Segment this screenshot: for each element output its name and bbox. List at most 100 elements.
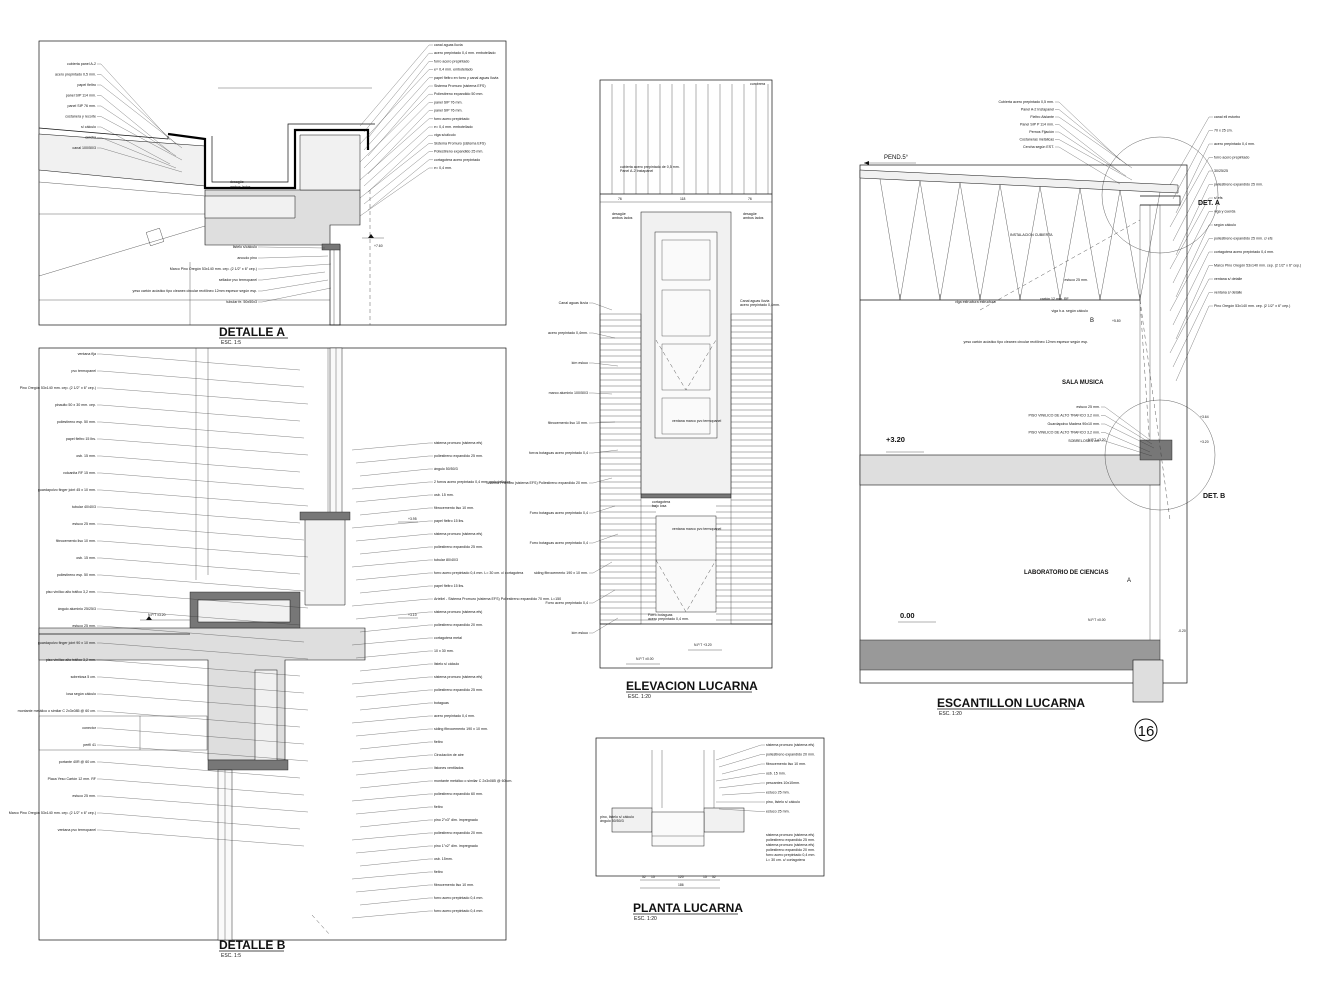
window-sill: [299, 511, 351, 521]
det-b-left-label-15: ángulo aluminio 25/25/3: [58, 607, 96, 611]
truss-top-chord: [38, 181, 206, 197]
det-a-bottom-label-leader-5: [258, 287, 332, 303]
det-a-right-label-3: e= 0,4 mm. embotellado: [434, 68, 473, 72]
det-a-right-label-9: forro acero prepintado: [434, 117, 469, 121]
det-b-right-label-leader-36: [351, 910, 433, 919]
planta-right-bottom-label-4: forro acero prepintado 0,4 mm.: [766, 853, 815, 857]
det-b-left-label-leader-0: [97, 353, 301, 371]
det-a-bottom-label-leader-4: [258, 279, 329, 292]
detalle-b-title: DETALLE B: [219, 938, 286, 952]
det-b-right-label-leader-35: [359, 897, 433, 906]
escantillon-scale: ESC. 1:20: [939, 711, 962, 717]
det-b-right-label-leader-12: [351, 598, 433, 607]
truss-web: [879, 178, 901, 301]
esc-top-label-2: Fieltro Aislante: [1030, 115, 1054, 119]
truss-connector: [145, 227, 165, 247]
det-b-right-label-2: ángulo 50/50/3: [434, 467, 458, 471]
elev-left-label-1: acero prepintado 0,4mm.: [548, 331, 588, 335]
esc-right-label-6: s/ efs: [1214, 196, 1223, 200]
det-b-left-label-4: poliestireno esp. 50 mm.: [57, 420, 96, 424]
det-b-left-label-leader-5: [97, 438, 309, 456]
det-b-left-label-leader-23: [97, 744, 309, 762]
det-b-left-label-leader-16: [97, 625, 305, 643]
planta-title: PLANTA LUCARNA: [633, 901, 743, 915]
det-b-right-label-34: fibrocemento liso 10 mm.: [434, 883, 474, 887]
det-b-right-label-leader-0: [351, 442, 433, 451]
det-a-bottom-label-3: sellador pvc termopanel: [219, 278, 257, 282]
esc-right-label-leader-6: [1169, 197, 1213, 270]
det-a-right-label-13: Poliestireno expandido 25 mm.: [434, 150, 483, 154]
det-b-left-label-leader-6: [97, 455, 301, 473]
det-b-left-label-leader-3: [97, 404, 301, 422]
elev-left-label-leader-0: [589, 302, 613, 311]
det-b-right-label-22: siding fibrocemento 190 x 10 mm.: [434, 727, 488, 731]
window-pane: [661, 289, 711, 337]
det-b-left-label-leader-1: [97, 370, 305, 388]
sheet-number-circle: [1134, 718, 1158, 742]
escantillon-floor-slab: [859, 454, 1161, 486]
det-b-right-label-8: poliestireno expandido 25 mm.: [434, 545, 483, 549]
det-b-left-label-7: volcanita RF 15 mm.: [63, 471, 96, 475]
truss-web: [1079, 188, 1101, 301]
det-b-right-label-leader-22: [355, 728, 433, 737]
det-a-right-label-11: viga s/cálculo: [434, 133, 456, 137]
wall-insulation: [299, 134, 361, 191]
truss-web: [1039, 186, 1061, 301]
esc-top-label-3: Panel SIP P 114 mm.: [1020, 123, 1054, 127]
det-a-left-label-6: s/ cálculo: [81, 125, 96, 129]
det-b-left-label-1: pvc termopanel: [71, 369, 96, 373]
esc-right-label-0: canal ell estorbo: [1214, 115, 1240, 119]
dim-120: 120: [678, 875, 684, 879]
level-000: 0.00: [898, 611, 936, 623]
det-b-right-label-leader-20: [359, 702, 433, 711]
det-b-left-label-leader-17: [97, 642, 309, 660]
det-a-right-label-10: e= 0,4 mm. embotellado: [434, 125, 473, 129]
det-a-right-label-6: Poliestireno expandido 50 mm.: [434, 92, 483, 96]
det-b-right-label-0: sistema promuro (sistema efs): [434, 441, 482, 445]
misc-label-1: viga estructura estructura: [955, 300, 996, 304]
esc-right-label-4: 30/25/25: [1214, 169, 1228, 173]
det-a-right-label-leader-4: [363, 77, 433, 151]
det-b-right-label-leader-16: [355, 650, 433, 659]
planta-right-top-label-leader-0: [715, 744, 765, 761]
det-b-right-label-23: fieltro: [434, 740, 443, 744]
det-b-right-label-1: poliestireno expandido 25 mm.: [434, 454, 483, 458]
window-pane: [661, 397, 711, 435]
det-b-right-label-leader-25: [355, 767, 433, 776]
elev-left-label-11: kím eskuo: [572, 631, 588, 635]
dormer-window: [654, 231, 718, 439]
planta-right-top-label-leader-3: [715, 773, 765, 782]
cumbrera-label: cumbrera: [750, 82, 765, 86]
detalle-a-panel: +7.60 desagüe ambos lados cubierta panel…: [38, 40, 507, 326]
det-b-right-label-leader-3: [351, 481, 433, 490]
gutter-profile: [167, 128, 370, 190]
pend-label: PEND.5°: [884, 155, 909, 161]
elev-left-label-leader-8: [589, 533, 619, 544]
esc-right-label-leader-5: [1175, 184, 1213, 256]
detalle-b-panel: N.P.T ±3.20 +3.95 +3.10 ventana fijapvc …: [9, 347, 561, 941]
escantillon-roof: [859, 169, 1179, 194]
elev-left-label-leader-3: [589, 392, 613, 395]
det-b-right-label-24: Circulación de aire: [434, 753, 464, 757]
planta-scale: ESC. 1:20: [634, 916, 657, 922]
dim-186: 186: [678, 883, 684, 887]
det-b-right-label-27: poliestireno expandido 60 mm.: [434, 792, 483, 796]
esc-floor-label-leader-3: [1101, 432, 1151, 453]
upper-window-swing: [655, 339, 717, 391]
det-b-left-label-27: Marco Pino Oregón 53x140 mm. cep. (2 1/2…: [9, 811, 96, 815]
forro-bottom-label-2: acero prepintado 0,4 mm.: [648, 617, 689, 621]
door-swing-line: [311, 914, 331, 936]
npt-000-label: N.P.T ±0.00: [1088, 618, 1106, 622]
esc-floor-label-4: SOBRELOSA 5 cm.: [1068, 439, 1100, 443]
forro-bottom-label: Forro botaguas: [648, 613, 673, 617]
det-b-left-label-leader-19: [97, 676, 305, 694]
roof-note-1: cubierta acero prepintado de 0,5 mm.: [620, 165, 680, 169]
level-label: +7.60: [374, 244, 383, 248]
esc-top-label-leader-2: [1055, 116, 1133, 169]
window-head: [321, 243, 341, 251]
det-b-right-label-7: sistema promuro (sistema efs): [434, 532, 482, 536]
det-b-left-label-leader-8: [97, 489, 309, 507]
level-npt-320: N.P.T +3.20: [688, 643, 722, 651]
level-minus020-label: -0.20: [1178, 629, 1186, 633]
